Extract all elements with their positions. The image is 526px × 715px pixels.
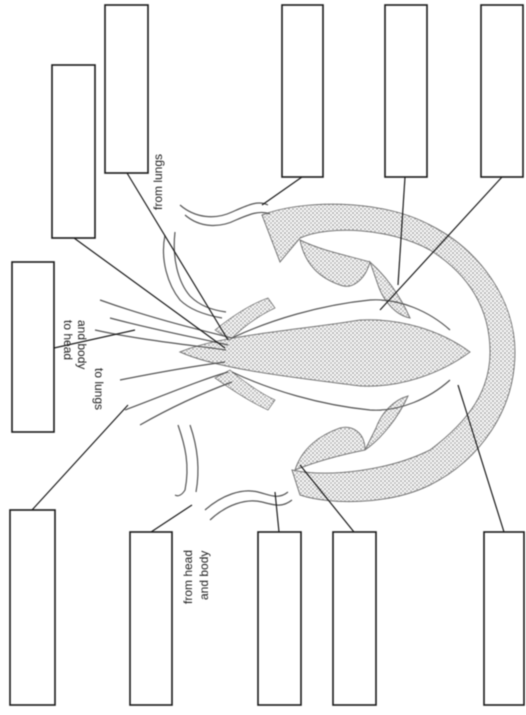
label-to-head-line1: to head: [61, 320, 75, 360]
label-from-head-line2: and body: [197, 551, 211, 600]
lower-great-vessel: [175, 425, 198, 496]
right-valve-flaps: [295, 396, 408, 470]
answer-box-5[interactable]: [52, 65, 95, 238]
label-from-head-line1: from head: [181, 550, 195, 604]
answer-box-4[interactable]: [481, 5, 523, 177]
leader-box-5: [74, 238, 225, 348]
leader-box-2: [262, 177, 302, 205]
answer-box-11[interactable]: [484, 532, 524, 705]
leader-box-8: [151, 505, 192, 532]
label-from-lungs: from lungs: [151, 154, 165, 210]
pulmonary-artery: [120, 362, 232, 425]
leader-box-1: [127, 173, 228, 340]
answer-box-1[interactable]: [105, 5, 148, 173]
answer-box-8[interactable]: [130, 532, 172, 705]
answer-box-6[interactable]: [12, 262, 54, 432]
answer-box-2[interactable]: [282, 5, 323, 177]
answer-box-9[interactable]: [258, 532, 301, 705]
leader-box-9: [275, 492, 279, 532]
answer-box-7[interactable]: [10, 510, 55, 705]
answer-box-3[interactable]: [385, 5, 427, 177]
vena-cava: [205, 491, 292, 520]
pulmonary-vein: [180, 203, 270, 226]
label-to-lungs: to lungs: [92, 368, 106, 410]
left-valve-flaps: [300, 240, 410, 318]
heart-muscle: [180, 204, 515, 501]
lower-vessel-wall: [215, 370, 275, 410]
answer-box-10[interactable]: [333, 532, 376, 705]
label-to-head-line2: and body: [75, 320, 89, 369]
aortic-arch: [163, 232, 226, 318]
